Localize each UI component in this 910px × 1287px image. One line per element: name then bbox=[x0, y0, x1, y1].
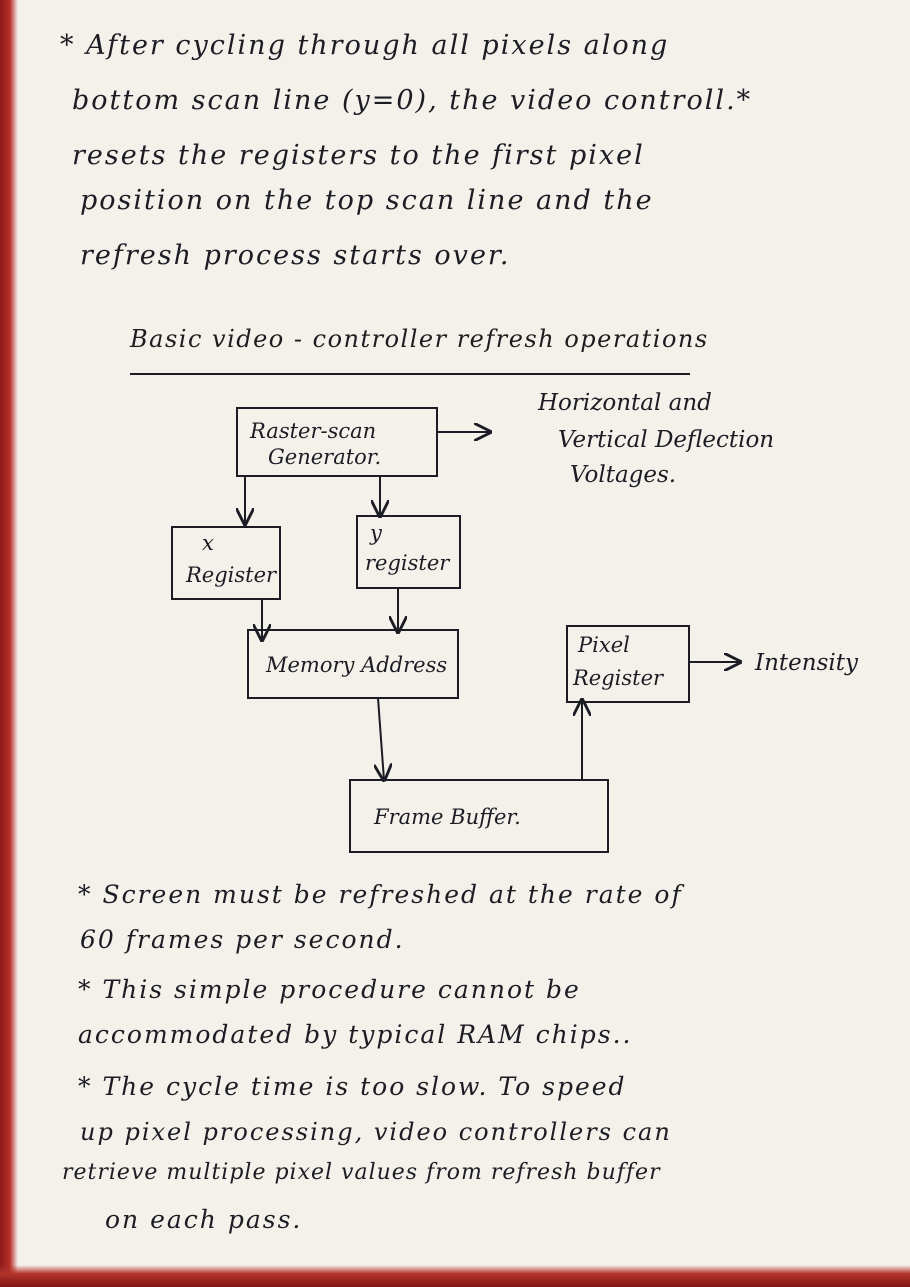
notes-line-7: retrieve multiple pixel values from refr… bbox=[62, 1160, 661, 1185]
notes-line-8: on each pass. bbox=[105, 1205, 303, 1234]
raster-scan-generator-box bbox=[236, 407, 438, 477]
para1-line-5: refresh process starts over. bbox=[80, 240, 511, 271]
notes-line-3: * This simple procedure cannot be bbox=[78, 975, 581, 1004]
y-register-label-2: register bbox=[365, 551, 451, 575]
deflection-line-2: Vertical Deflection bbox=[558, 427, 774, 453]
raster-scan-label-1: Raster-scan bbox=[249, 419, 376, 443]
para1-line-3: resets the registers to the first pixel bbox=[72, 140, 645, 171]
notes-line-6: up pixel processing, video controllers c… bbox=[80, 1118, 672, 1146]
para1-line-2: bottom scan line (y=0), the video contro… bbox=[72, 85, 753, 116]
heading-underline bbox=[130, 373, 690, 375]
raster-scan-label-2: Generator. bbox=[268, 445, 381, 469]
memory-address-label: Memory Address bbox=[265, 653, 447, 677]
frame-buffer-box bbox=[349, 779, 609, 853]
notes-line-4: accommodated by typical RAM chips.. bbox=[78, 1020, 633, 1049]
x-register-label-1: x bbox=[202, 531, 214, 555]
para1-line-1: * After cycling through all pixels along bbox=[60, 30, 670, 61]
x-register-box bbox=[171, 526, 281, 600]
para1-line-4: position on the top scan line and the bbox=[80, 185, 654, 216]
diagram-heading: Basic video - controller refresh operati… bbox=[130, 325, 709, 353]
pixel-register-box bbox=[566, 625, 690, 703]
notes-line-2: 60 frames per second. bbox=[80, 925, 405, 954]
pixel-register-label-1: Pixel bbox=[577, 633, 630, 657]
intensity-label: Intensity bbox=[754, 650, 859, 676]
y-register-label-1: y bbox=[369, 521, 383, 545]
memory-address-box bbox=[247, 629, 459, 699]
deflection-line-1: Horizontal and bbox=[537, 390, 712, 416]
y-register-box bbox=[356, 515, 461, 589]
pixel-register-label-2: Register bbox=[572, 666, 665, 690]
deflection-line-3: Voltages. bbox=[570, 462, 676, 488]
frame-buffer-label: Frame Buffer. bbox=[373, 805, 521, 829]
refresh-diagram: Raster-scan Generator. Horizontal and Ve… bbox=[171, 390, 859, 853]
page-bottom-edge bbox=[0, 1265, 910, 1287]
memory-to-buffer-arrow bbox=[378, 697, 384, 780]
page-edge bbox=[0, 0, 18, 1287]
notes-line-1: * Screen must be refreshed at the rate o… bbox=[78, 880, 683, 909]
notes-line-5: * The cycle time is too slow. To speed bbox=[78, 1072, 627, 1101]
x-register-label-2: Register bbox=[185, 563, 278, 587]
